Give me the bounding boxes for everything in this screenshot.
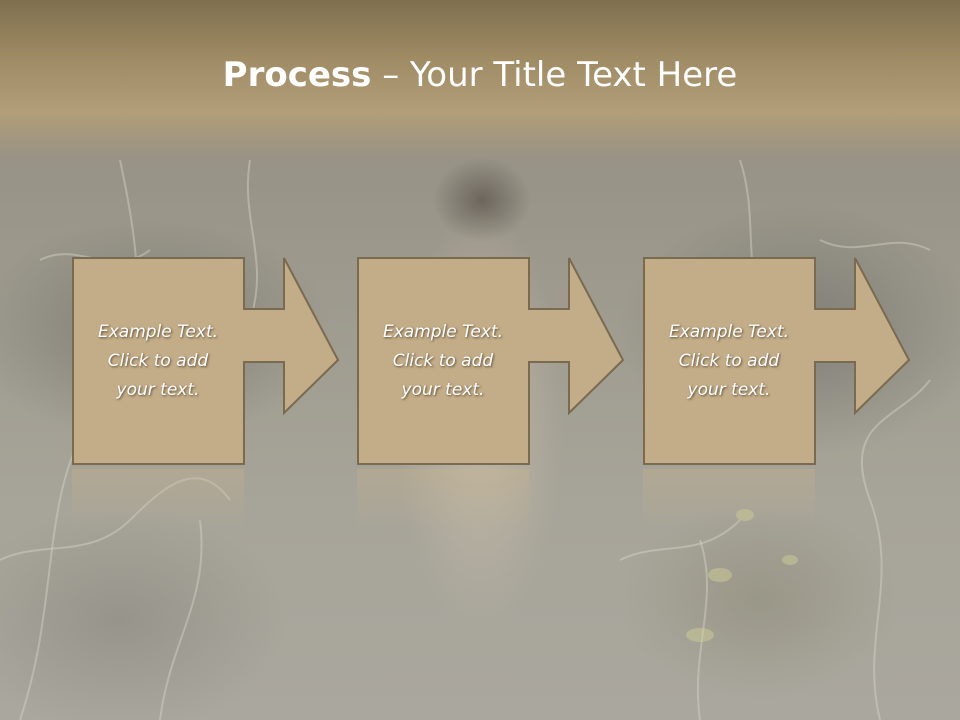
step-reflection: [357, 469, 529, 529]
step-text[interactable]: Example Text. Click to add your text.: [72, 257, 244, 465]
step-reflection: [72, 469, 244, 529]
title-separator: –: [371, 55, 411, 95]
step-label: Example Text. Click to add your text.: [97, 321, 219, 400]
slide-title[interactable]: Process – Your Title Text Here: [0, 52, 960, 98]
step-reflection: [643, 469, 815, 529]
title-text: Your Title Text Here: [410, 55, 738, 95]
process-step-2[interactable]: Example Text. Click to add your text.: [357, 257, 625, 529]
step-label: Example Text. Click to add your text.: [668, 321, 790, 400]
title-bold-part: Process: [222, 55, 372, 95]
process-step-1[interactable]: Example Text. Click to add your text.: [72, 257, 340, 529]
step-text[interactable]: Example Text. Click to add your text.: [643, 257, 815, 465]
arrow-box-shape: [357, 257, 625, 465]
arrow-box-shape: [643, 257, 911, 465]
arrow-box-shape: [72, 257, 340, 465]
step-text[interactable]: Example Text. Click to add your text.: [357, 257, 529, 465]
process-step-3[interactable]: Example Text. Click to add your text.: [643, 257, 911, 529]
step-label: Example Text. Click to add your text.: [382, 321, 504, 400]
title-band: [0, 0, 960, 160]
